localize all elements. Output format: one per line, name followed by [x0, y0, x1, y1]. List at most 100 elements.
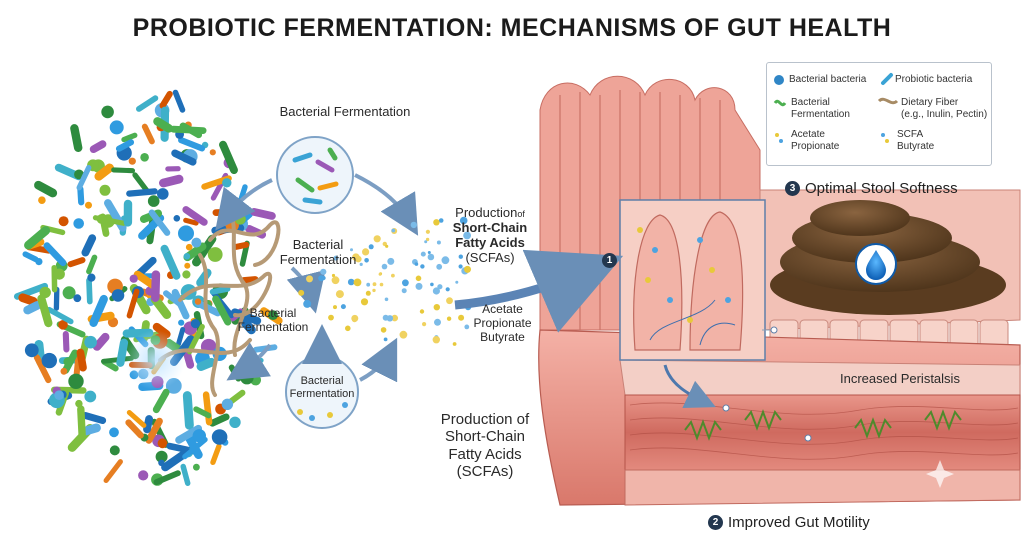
rod-bacterium — [159, 90, 173, 109]
coccus-bacterium — [35, 258, 43, 266]
rod-bacterium — [111, 167, 136, 174]
rod-bacterium — [121, 132, 138, 143]
fermentation-circle-bottom — [285, 355, 359, 429]
rod-bacterium — [158, 174, 184, 188]
label-bacterial-fermentation-top: Bacterial Fermentation — [279, 104, 411, 119]
coccus-bacterium — [109, 427, 119, 438]
scfa-particle — [362, 248, 370, 256]
dietary-fiber-mass — [158, 208, 281, 397]
scfa-particle — [331, 276, 340, 285]
step-1-badge: 1 — [602, 252, 622, 270]
label-production-scfa-top: Productionof Short-Chain Fatty Acids (SC… — [452, 205, 528, 265]
coccus-bacterium — [99, 184, 111, 196]
coccus-bacterium — [185, 243, 193, 251]
rod-bacterium — [193, 406, 212, 419]
scfa-particle — [331, 273, 336, 278]
blood-vessels — [649, 299, 736, 346]
scfa-particle — [464, 265, 471, 273]
rod-bacterium — [116, 338, 129, 367]
rod-bacterium — [22, 251, 39, 263]
rod-bacterium — [126, 410, 147, 428]
rod-bacterium — [210, 443, 222, 466]
rod-bacterium — [171, 149, 197, 166]
rod-bacterium — [94, 163, 114, 181]
scfa-particle — [360, 298, 369, 306]
scfa-particle — [458, 254, 463, 259]
scfa-particle — [303, 299, 312, 308]
rod-bacterium — [183, 217, 199, 226]
rod-bacterium — [194, 299, 222, 317]
rod-bacterium — [81, 234, 97, 257]
coccus-bacterium — [54, 390, 64, 401]
scfa-particle — [446, 316, 452, 321]
label-increased-peristalsis: Increased Peristalsis — [840, 371, 960, 386]
scfa-particle — [420, 264, 425, 269]
rod-bacterium — [153, 117, 174, 133]
scfa-particle — [441, 256, 450, 265]
scfa-particle — [387, 257, 395, 265]
scfa-particle — [414, 262, 419, 266]
rod-bacterium — [160, 244, 181, 280]
rod-bacterium — [76, 348, 87, 372]
scfa-particle — [399, 330, 408, 339]
rod-bacterium — [141, 123, 155, 145]
coccus-bacterium — [191, 237, 202, 248]
rod-bacterium — [62, 331, 70, 353]
coccus-bacterium — [158, 459, 165, 466]
scfa-particle — [306, 275, 313, 283]
scfa-particle — [452, 342, 457, 346]
fermentation-circle-top — [276, 136, 354, 214]
coccus-bacterium — [190, 319, 200, 329]
scfa-particle — [446, 297, 453, 305]
scfa-particle — [445, 287, 450, 292]
rod-bacterium — [232, 241, 250, 250]
coccus-bacterium — [87, 273, 96, 282]
rod-bacterium — [34, 180, 58, 198]
rod-bacterium — [134, 256, 157, 278]
scfa-particle — [420, 251, 426, 257]
coccus-bacterium — [209, 149, 216, 156]
scfa-particle — [401, 288, 407, 294]
coccus-bacterium — [193, 463, 200, 471]
rod-bacterium — [46, 306, 74, 325]
scfa-particle — [391, 228, 396, 233]
rod-bacterium — [115, 139, 135, 152]
coccus-bacterium — [221, 398, 234, 410]
scfa-particle — [340, 304, 346, 310]
rod-bacterium — [212, 295, 232, 326]
coccus-bacterium — [84, 390, 97, 403]
rod-bacterium — [183, 350, 195, 369]
coccus-bacterium — [211, 429, 228, 445]
scfa-particle — [365, 290, 371, 296]
rod-bacterium — [219, 140, 238, 175]
legend-item-probiotic-bacteria: Probiotic bacteria — [895, 74, 973, 85]
water-drop-icon — [866, 250, 886, 280]
rod-bacteria-icon — [881, 73, 893, 85]
scfa-particle — [425, 229, 430, 234]
coccus-bacterium — [234, 213, 246, 225]
scfa-particle — [458, 314, 465, 321]
rod-bacterium — [92, 332, 110, 351]
coccus-bacterium — [58, 320, 68, 330]
coccus-bacterium — [178, 319, 185, 326]
coccus-bacterium — [129, 274, 138, 283]
rod-bacterium — [145, 417, 163, 444]
rod-bacterium — [77, 186, 85, 206]
coccus-bacterium — [128, 157, 136, 165]
scfa-particle — [335, 290, 344, 299]
coccus-bacterium — [73, 294, 82, 303]
scfa-particle — [351, 314, 359, 322]
coccus-bacterium — [268, 310, 278, 320]
rod-bacterium — [143, 415, 154, 434]
glow-effect — [125, 330, 185, 390]
rod-bacterium — [77, 405, 86, 441]
rod-bacterium — [80, 423, 101, 436]
scfa-particle — [368, 244, 374, 250]
coccus-bacterium — [178, 225, 194, 242]
scfa-particle — [425, 237, 430, 242]
page-title: PROBIOTIC FERMENTATION: MECHANISMS OF GU… — [132, 14, 892, 42]
